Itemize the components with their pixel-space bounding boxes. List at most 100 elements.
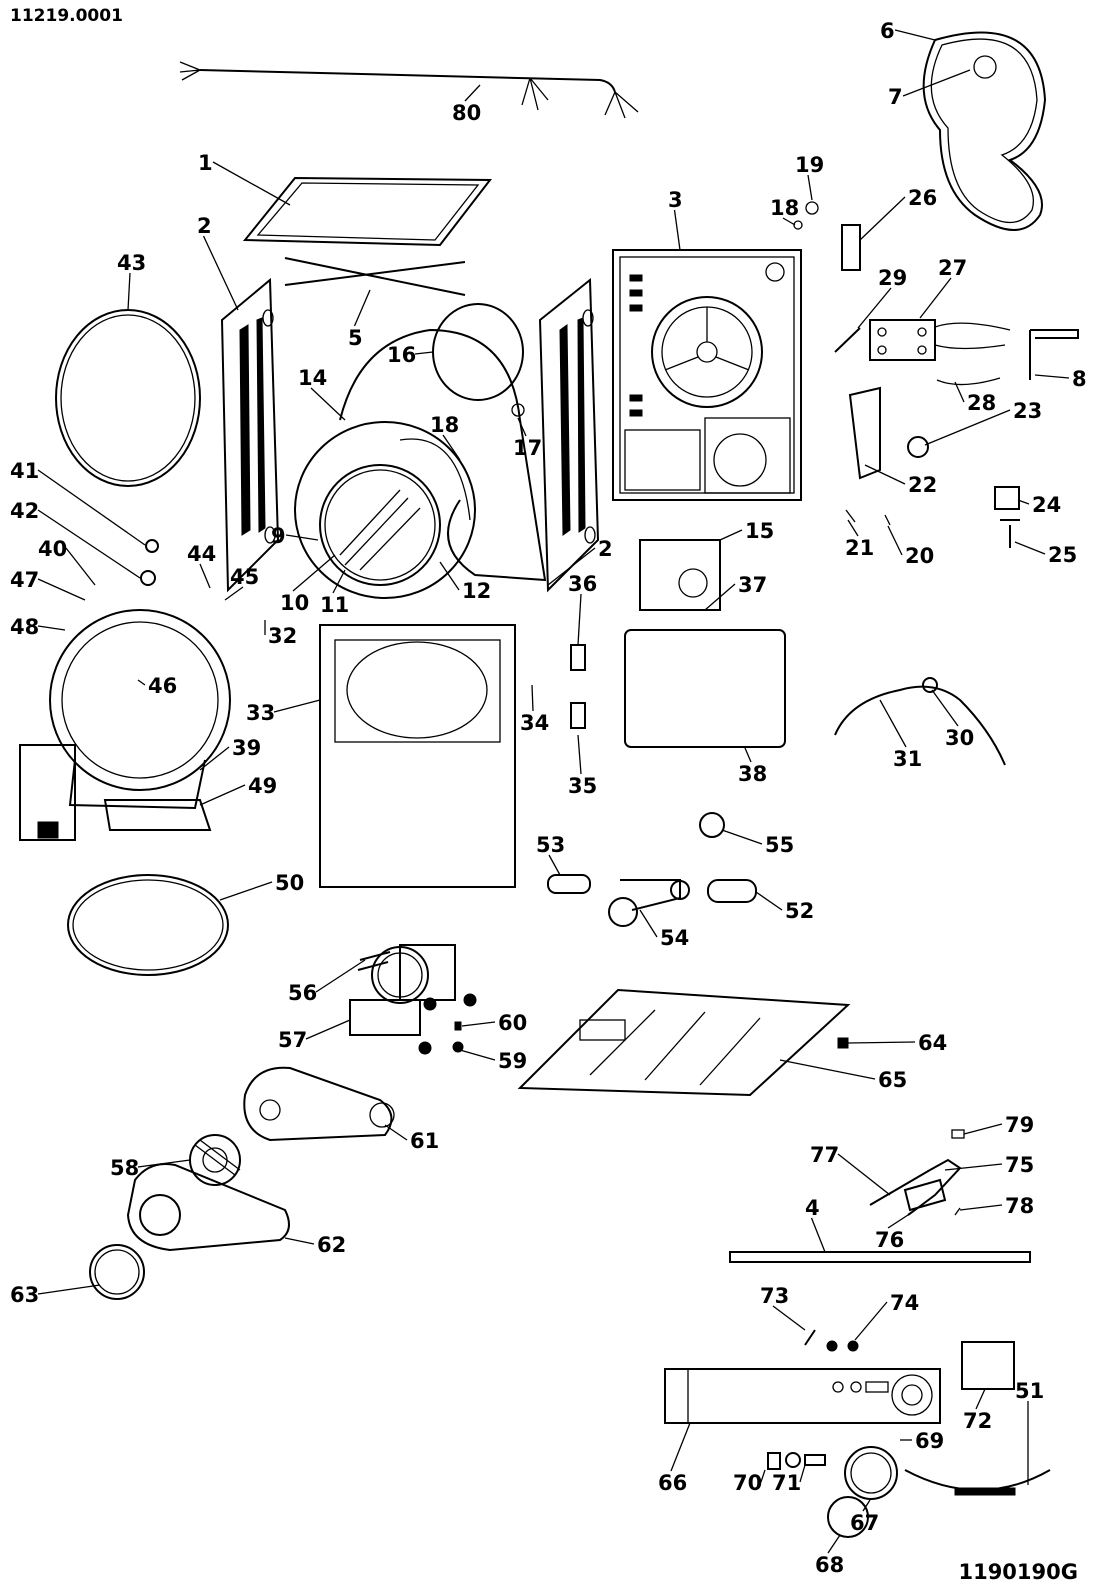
callout-rear-cover-plate: 7 bbox=[888, 69, 971, 109]
part-side-panel-left bbox=[220, 277, 280, 593]
part-washer bbox=[793, 220, 803, 230]
leader-line bbox=[1014, 541, 1046, 555]
callout-spring: 78 bbox=[959, 1194, 1034, 1218]
callout-number: 59 bbox=[498, 1049, 527, 1073]
part-nut bbox=[805, 201, 819, 215]
leader-line bbox=[414, 351, 434, 355]
callout-control-panel: 66 bbox=[658, 1422, 691, 1495]
leader-line bbox=[719, 529, 743, 541]
leader-line bbox=[384, 1124, 408, 1141]
callout-number: 45 bbox=[230, 565, 259, 589]
part-terminal bbox=[922, 677, 938, 693]
leader-line bbox=[273, 699, 321, 713]
callout-number: 27 bbox=[938, 256, 967, 280]
callout-duct-cap: 55 bbox=[721, 829, 794, 857]
part-washer-60 bbox=[454, 1021, 462, 1031]
callout-timer-knob: 68 bbox=[815, 1534, 844, 1577]
callout-number: 38 bbox=[738, 762, 767, 786]
callout-number: 35 bbox=[568, 774, 597, 798]
leader-line bbox=[721, 829, 763, 845]
part-knob-74a bbox=[826, 1340, 838, 1352]
callout-number: 66 bbox=[658, 1471, 687, 1495]
callout-number: 23 bbox=[1013, 399, 1042, 423]
callout-end-cap: 51 bbox=[1015, 1379, 1044, 1485]
callout-drum-seal: 16 bbox=[387, 343, 434, 367]
callout-number: 34 bbox=[520, 711, 549, 735]
callout-number: 10 bbox=[280, 591, 309, 615]
callout-number: 44 bbox=[187, 542, 216, 566]
part-hinge-upper bbox=[570, 644, 586, 671]
callout-duct-elbow: 54 bbox=[639, 909, 689, 950]
callout-number: 49 bbox=[248, 774, 277, 798]
part-screw-73 bbox=[804, 1329, 816, 1346]
callout-motor-mount: 57 bbox=[278, 1019, 351, 1052]
callout-number: 74 bbox=[890, 1291, 919, 1315]
leader-line bbox=[285, 534, 319, 541]
part-bracket bbox=[1029, 329, 1079, 380]
part-timer-block bbox=[869, 319, 1011, 361]
leader-line bbox=[944, 1163, 1003, 1171]
callout-knob: 74 bbox=[854, 1291, 919, 1341]
callout-number: 28 bbox=[967, 391, 996, 415]
callout-door-catch: 46 bbox=[137, 674, 177, 698]
callout-number: 65 bbox=[878, 1068, 907, 1092]
part-lint-filter bbox=[103, 799, 212, 831]
leader-line bbox=[887, 1214, 909, 1229]
leader-line bbox=[548, 854, 561, 876]
callout-number: 80 bbox=[452, 101, 481, 125]
callout-number: 71 bbox=[772, 1471, 801, 1495]
leader-line bbox=[857, 287, 892, 329]
leader-line bbox=[284, 1237, 315, 1245]
part-hinge-lower bbox=[570, 702, 586, 729]
callout-number: 20 bbox=[905, 544, 934, 568]
callout-timer-block: 27 bbox=[919, 256, 967, 319]
callout-cord: 31 bbox=[879, 699, 922, 771]
callout-number: 70 bbox=[733, 1471, 762, 1495]
callout-wire: 28 bbox=[954, 381, 996, 415]
leader-line bbox=[310, 387, 346, 421]
part-ring bbox=[140, 570, 156, 586]
leader-line bbox=[199, 784, 246, 806]
leader-line bbox=[37, 509, 141, 579]
callout-number: 40 bbox=[38, 537, 67, 561]
callout-nut: 19 bbox=[795, 153, 824, 201]
callout-number: 52 bbox=[785, 899, 814, 923]
part-rear-panel bbox=[612, 249, 802, 501]
callout-number: 56 bbox=[288, 981, 317, 1005]
callout-number: 63 bbox=[10, 1283, 39, 1307]
leader-line bbox=[782, 217, 796, 226]
part-duct-elbow bbox=[608, 879, 690, 927]
leader-line bbox=[37, 625, 66, 631]
callout-number: 42 bbox=[10, 499, 39, 523]
part-terminal-block bbox=[841, 224, 861, 271]
callout-pin: 25 bbox=[1014, 541, 1077, 567]
callout-lint-screen-door: 38 bbox=[738, 747, 767, 786]
part-toe-kick bbox=[729, 1251, 1031, 1263]
leader-line bbox=[212, 161, 291, 206]
callout-number: 57 bbox=[278, 1028, 307, 1052]
leader-line bbox=[442, 434, 461, 461]
callout-idler-pulley: 76 bbox=[875, 1214, 909, 1252]
leader-line bbox=[202, 235, 239, 311]
callout-number: 69 bbox=[915, 1429, 944, 1453]
part-clip bbox=[511, 403, 525, 417]
part-blower-housing bbox=[243, 1066, 395, 1142]
callout-door: 39 bbox=[199, 736, 261, 771]
callout-knob: 70 bbox=[733, 1469, 766, 1495]
leader-line bbox=[894, 29, 936, 41]
leader-line bbox=[810, 1217, 826, 1253]
leader-line bbox=[292, 554, 336, 592]
part-thermostat bbox=[907, 436, 929, 458]
part-drum-seal bbox=[432, 303, 524, 401]
callout-number: 46 bbox=[148, 674, 177, 698]
callout-number: 50 bbox=[275, 871, 304, 895]
part-fuse bbox=[834, 327, 861, 353]
part-knob-74b bbox=[847, 1340, 859, 1352]
callout-blower-duct: 62 bbox=[284, 1233, 346, 1257]
callout-switch: 72 bbox=[963, 1388, 992, 1433]
callout-ring: 42 bbox=[10, 499, 141, 579]
part-control-panel bbox=[664, 1368, 941, 1424]
callout-number: 29 bbox=[878, 266, 907, 290]
leader-line bbox=[807, 174, 813, 201]
callout-drum-bulkhead: 14 bbox=[298, 366, 346, 421]
